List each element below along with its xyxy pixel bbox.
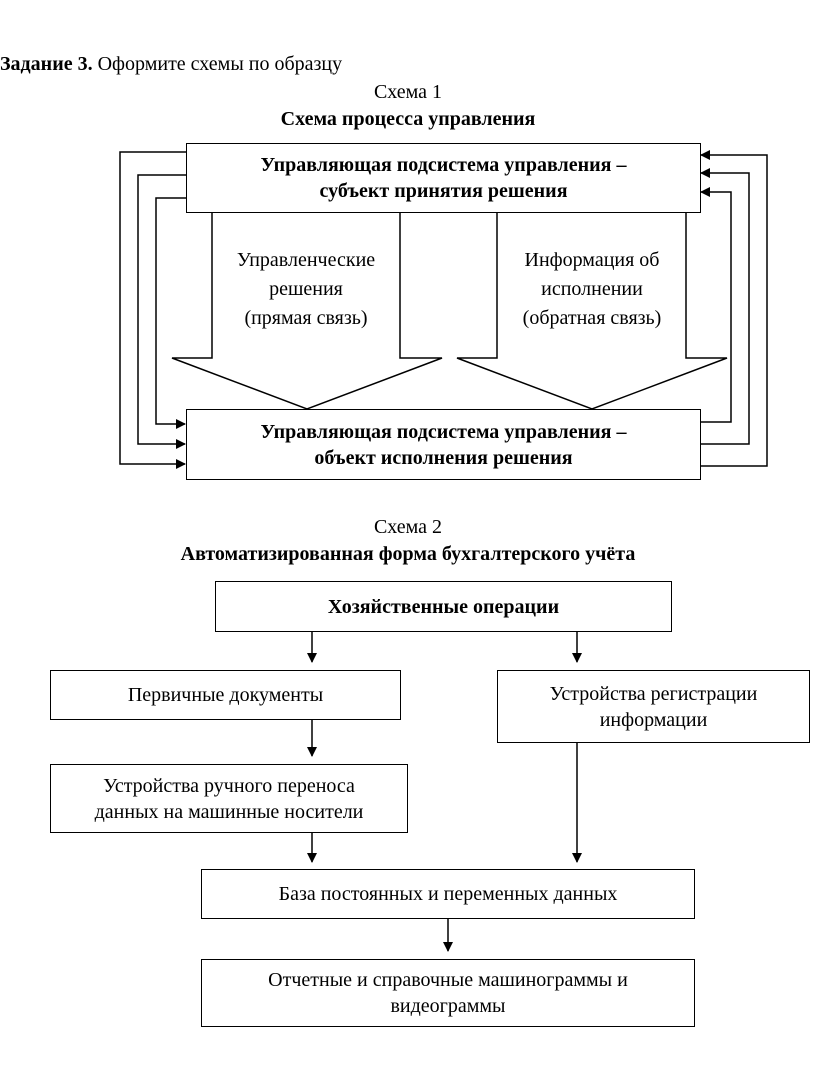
left-loop-3 <box>155 197 186 429</box>
left-loop-1 <box>119 151 186 469</box>
scheme1-title: Схема процесса управления <box>280 108 536 130</box>
direct-link-label: Управленческие решения (прямая связь) <box>236 249 376 329</box>
scheme1-caption: Схема 1 <box>373 81 443 103</box>
business-operations-box: Хозяйственные операции <box>215 581 672 632</box>
right-loop-2 <box>700 168 750 445</box>
task-label: Задание 3. <box>0 53 93 75</box>
task-heading: Задание 3. Оформите схемы по образцу <box>0 52 342 76</box>
database-box: База постоянных и переменных данных <box>201 869 695 919</box>
left-loop-2 <box>137 174 186 449</box>
task-text: Оформите схемы по образцу <box>92 53 343 75</box>
primary-documents-box: Первичные документы <box>50 670 401 720</box>
executed-subsystem-box: Управляющая подсистема управления –объек… <box>186 409 701 480</box>
right-loop-1 <box>700 150 768 467</box>
scheme2-title: Автоматизированная форма бухгалтерского … <box>180 543 636 565</box>
scheme2-caption: Схема 2 <box>373 516 443 538</box>
right-loop-3 <box>700 187 732 423</box>
control-subsystem-box: Управляющая подсистема управления –субъе… <box>186 143 701 213</box>
feedback-label: Информация об исполнении (обратная связь… <box>522 249 662 329</box>
